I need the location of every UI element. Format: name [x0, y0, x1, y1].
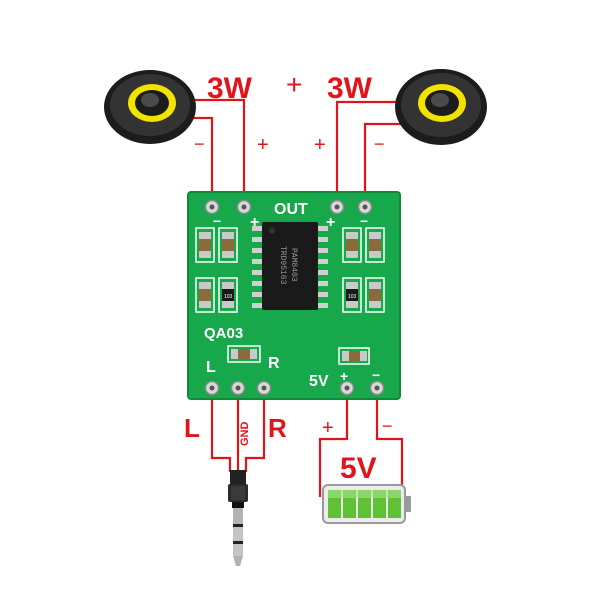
pcb-minus-left: − [213, 213, 221, 229]
power-plus-sign: + [322, 417, 334, 439]
chip-marking-line2: TRD95163 [278, 246, 287, 285]
power-rating-left: 3W [207, 72, 253, 105]
wire-right-speaker-plus [335, 100, 412, 207]
right-speaker-minus-sign: − [374, 134, 385, 154]
wire-power-plus [318, 388, 349, 497]
pcb-label-5v: 5V [309, 373, 329, 390]
board-id-label: QA03 [204, 325, 243, 342]
wire-input-left [210, 388, 232, 472]
pcb-power-minus: − [372, 367, 380, 383]
power-pads [339, 380, 385, 396]
battery-icon [322, 484, 411, 524]
input-label-l: L [184, 413, 200, 443]
smd-code-right: 103 [348, 294, 357, 300]
wire-right-speaker-minus [363, 122, 412, 207]
left-speaker-icon [104, 70, 196, 144]
power-rating-plus-sign: + [286, 69, 302, 100]
wire-power-minus [375, 388, 404, 497]
right-speaker-icon [395, 69, 487, 145]
wire-left-speaker-plus [190, 98, 246, 207]
pcb-plus-right: + [326, 214, 335, 231]
smd-code-left: 103 [224, 294, 233, 300]
right-speaker-plus-sign: + [314, 134, 326, 156]
battery-voltage-label: 5V [340, 452, 377, 485]
pcb-label-l: L [206, 359, 216, 376]
chip-marking-line1: PAM8403 [289, 248, 298, 282]
pcb-plus-left: + [250, 214, 259, 231]
audio-jack-icon [228, 470, 248, 566]
bottom-smd-components [227, 345, 370, 365]
wire-left-speaker-minus [190, 116, 214, 207]
input-pads [204, 380, 272, 396]
wire-input-right [244, 388, 266, 472]
pcb-label-r: R [268, 355, 280, 372]
left-smd-components: 103 [195, 227, 238, 313]
input-label-r: R [268, 413, 287, 443]
pcb-out-label: OUT [274, 201, 308, 218]
amplifier-chip: PAM8403 TRD95163 [262, 222, 318, 310]
left-speaker-plus-sign: + [257, 134, 269, 156]
pcb-minus-right: − [360, 213, 368, 229]
chip-pins [252, 226, 328, 308]
wires [190, 98, 412, 497]
output-pads [204, 199, 373, 215]
pcb-power-plus: + [340, 368, 348, 384]
power-rating-right: 3W [327, 72, 373, 105]
left-speaker-minus-sign: − [194, 134, 205, 154]
amplifier-board: OUT − + + − PAM8403 TRD95163 [187, 191, 401, 400]
right-smd-components: 103 [342, 227, 385, 313]
power-minus-sign: − [382, 416, 393, 436]
input-label-gnd: GND [239, 422, 251, 447]
